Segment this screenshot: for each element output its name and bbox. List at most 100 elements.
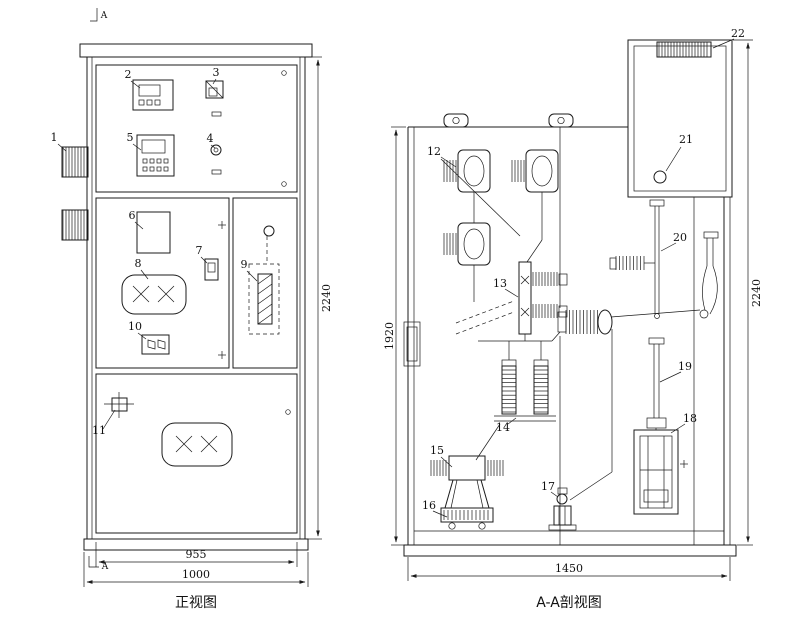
nameplate-window [136, 211, 171, 254]
protection-relay [132, 79, 174, 111]
cable-bushing-upper [61, 146, 89, 178]
dim-front-height: 2240 [307, 56, 333, 540]
support-insulator-left [501, 359, 517, 415]
callout-6-label: 6 [129, 209, 136, 222]
callout-10: 10 [128, 320, 147, 340]
callout-1-label: 1 [51, 131, 58, 144]
callout-16-label: 16 [422, 499, 436, 512]
middle-left-door [95, 197, 230, 369]
partition-bushing [557, 309, 613, 335]
callout-9: 9 [241, 258, 258, 282]
dim-front-width-outer: 1000 [83, 552, 309, 587]
section-cut-marker-top: A [90, 8, 108, 22]
callout-9-label: 9 [241, 258, 248, 271]
dim-section-height-front: 1920 [383, 126, 406, 546]
earthing-pump [548, 487, 577, 531]
section-height-front-dim-label: 1920 [383, 322, 396, 350]
front-height-dim-label: 2240 [320, 284, 333, 312]
pressure-relief-duct [627, 39, 733, 198]
section-height-total-dim-label: 2240 [750, 279, 763, 307]
callout-19: 19 [659, 360, 692, 383]
callout-8: 8 [135, 257, 149, 280]
section-marker-bottom-label: A [101, 562, 109, 572]
callout-18: 18 [670, 412, 697, 434]
front-view-caption: 正视图 [175, 595, 217, 611]
operating-mechanism-box [633, 429, 688, 515]
callout-5: 5 [127, 131, 142, 151]
section-cut-marker-bottom: A [88, 556, 109, 572]
moving-contact-dashed [455, 300, 515, 335]
lifting-lug-left [443, 113, 469, 128]
drive-rod-upper [609, 199, 665, 319]
busbar-connections [473, 192, 543, 302]
callout-3: 3 [213, 66, 220, 85]
current-transformer [430, 455, 494, 530]
callout-15: 15 [430, 444, 453, 468]
lower-door [95, 373, 298, 534]
rear-cable-bracket [699, 231, 719, 319]
insulator-bracket [494, 415, 556, 422]
callout-22-label: 22 [731, 27, 745, 40]
ct-fins-right [484, 460, 504, 476]
middle-right-panel [232, 197, 298, 369]
front-width-outer-dim-label: 1000 [182, 568, 210, 581]
interlock-mechanism [248, 263, 280, 335]
callout-13-label: 13 [493, 277, 507, 290]
section-cabinet-structure [403, 126, 737, 557]
callout-2-label: 2 [125, 68, 132, 81]
multimeter [136, 134, 175, 177]
front-cabinet-outline [79, 43, 313, 551]
callout-11: 11 [92, 409, 116, 437]
callout-3-label: 3 [213, 66, 220, 79]
breaker-insulator-upper [532, 272, 568, 286]
front-width-inner-dim-label: 955 [186, 548, 207, 561]
callout-14-label: 14 [496, 421, 510, 434]
callout-21-label: 21 [679, 133, 693, 146]
callout-2: 2 [125, 68, 141, 89]
door-handle [204, 258, 219, 281]
lower-door-handle [104, 392, 134, 418]
callout-4-label: 4 [207, 132, 214, 145]
callout-1: 1 [51, 131, 67, 152]
section-view: 12 13 14 15 16 17 18 19 20 21 22 [383, 27, 763, 611]
callout-12-label: 12 [427, 145, 441, 158]
callout-17: 17 [541, 480, 559, 498]
instrument-door [95, 64, 298, 193]
cable-bushing-lower [61, 209, 89, 241]
wall-bushing-top-right [511, 149, 559, 193]
callout-21: 21 [665, 133, 693, 172]
callout-4: 4 [207, 132, 216, 149]
dim-front-width-inner: 955 [95, 542, 298, 567]
section-view-caption: A-A剖视图 [536, 595, 602, 611]
wall-bushing-top-left [443, 149, 491, 193]
lifting-lug-right [548, 113, 574, 128]
heater-socket [141, 334, 170, 355]
dim-section-width: 1450 [407, 557, 731, 581]
observation-window-lower [161, 422, 233, 467]
conductor-runs [475, 309, 701, 501]
section-marker-top-label: A [100, 11, 108, 21]
callout-8-label: 8 [135, 257, 142, 270]
callout-22: 22 [712, 27, 745, 49]
front-view: A [51, 8, 333, 611]
pushbutton [210, 144, 222, 175]
drive-rod-lower [646, 337, 667, 430]
callout-10-label: 10 [128, 320, 142, 333]
callout-5-label: 5 [127, 131, 134, 144]
callout-7-label: 7 [196, 244, 203, 257]
callout-15-label: 15 [430, 444, 444, 457]
callout-6: 6 [129, 209, 144, 230]
dim-section-height-total: 2240 [733, 39, 763, 546]
callout-20-label: 20 [673, 231, 687, 244]
callout-18-label: 18 [683, 412, 697, 425]
callout-16: 16 [422, 499, 448, 518]
callout-7: 7 [196, 244, 208, 264]
observation-window-middle [121, 274, 187, 315]
wall-bushing-lower-left [443, 222, 491, 266]
callout-12: 12 [427, 145, 521, 237]
callout-14: 14 [496, 417, 517, 434]
exhaust-grille [656, 41, 712, 58]
callout-11-label: 11 [92, 424, 106, 437]
callout-17-label: 17 [541, 480, 555, 493]
